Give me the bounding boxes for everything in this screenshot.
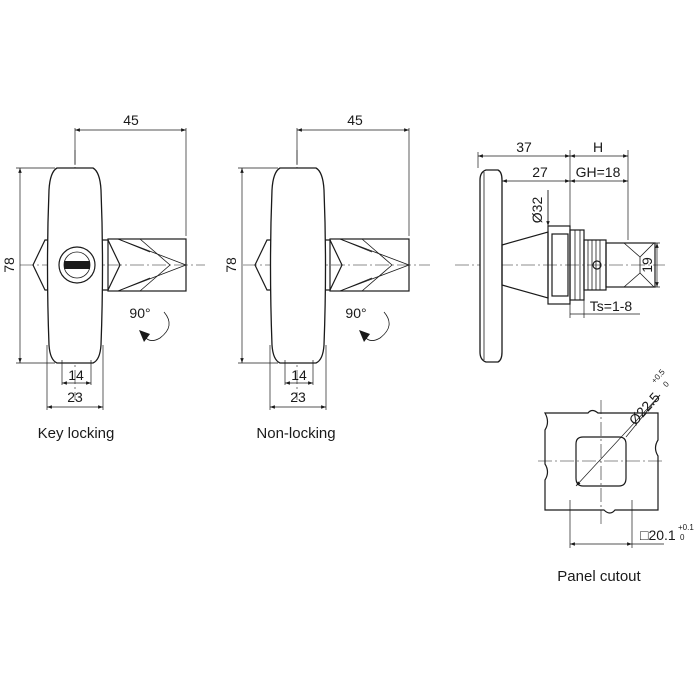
cutout-square-tol-upper: +0.1	[678, 523, 694, 532]
side-overall-length: 37	[516, 139, 532, 155]
cutout-panel-plate	[543, 409, 659, 514]
cutout-diameter-tol-lower: 0	[661, 379, 671, 389]
key-locking-inner-width: 14	[68, 367, 84, 383]
key-locking-shaft	[107, 238, 188, 292]
non-locking-view: 45 78 14 23 90° Non-locking	[223, 112, 430, 442]
key-locking-rotation-label: 90°	[129, 305, 150, 321]
non-locking-caption: Non-locking	[256, 425, 335, 442]
non-locking-shaft	[329, 238, 411, 292]
non-locking-t-handle	[269, 167, 327, 364]
key-locking-caption: Key locking	[38, 425, 115, 442]
key-locking-width-label: 45	[123, 112, 139, 128]
side-gh-label: GH=18	[576, 164, 621, 180]
key-locking-rotation-arrow-icon	[143, 311, 170, 341]
cutout-opening	[575, 436, 627, 487]
key-locking-hex-nut	[32, 239, 121, 291]
non-locking-rotation-arrow-icon	[363, 311, 390, 341]
non-locking-rotation-label: 90°	[345, 305, 366, 321]
key-locking-view: 45 78 14 23 90° Key locking	[1, 112, 205, 442]
side-view: 37 H 27 GH=18 Ø32 19 Ts=1-8	[455, 139, 665, 363]
key-locking-outer-width: 23	[67, 389, 83, 405]
non-locking-width-label: 45	[347, 112, 363, 128]
non-locking-outer-width: 23	[290, 389, 306, 405]
key-lock-cylinder	[58, 246, 96, 284]
panel-cutout: Ø22.5 +0.5 0 □20.1 +0.1 0 Panel cutout	[538, 367, 694, 585]
key-locking-height-label: 78	[1, 257, 17, 273]
non-locking-rotation-arrowhead-icon	[359, 330, 370, 342]
side-h-label: H	[593, 139, 603, 155]
side-ts-label: Ts=1-8	[590, 298, 633, 314]
cutout-square-tol-lower: 0	[680, 533, 685, 542]
key-locking-rotation-arrowhead-icon	[139, 330, 150, 342]
non-locking-inner-width: 14	[291, 367, 307, 383]
side-handle	[479, 169, 503, 363]
side-diameter-label: Ø32	[529, 197, 545, 224]
side-body-length: 27	[532, 164, 548, 180]
side-thread-height-label: 19	[639, 257, 655, 273]
cutout-square-label: □20.1	[640, 527, 676, 543]
non-locking-height-label: 78	[223, 257, 239, 273]
cutout-caption: Panel cutout	[557, 568, 641, 585]
non-locking-hex-nut	[254, 239, 343, 291]
side-thread	[583, 239, 607, 291]
